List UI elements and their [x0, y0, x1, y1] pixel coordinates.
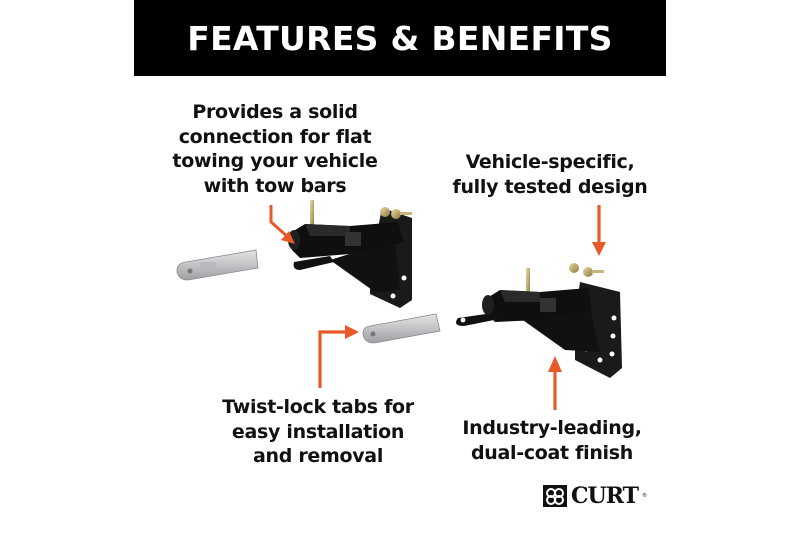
bracket-right	[456, 263, 622, 378]
callout-line: dual-coat finish	[470, 441, 634, 464]
callout-solid-connection: Provides a solid connection for flat tow…	[160, 100, 390, 198]
tow-tab-right	[362, 313, 441, 344]
curt-logo: CURT ®	[543, 484, 647, 508]
features-banner: FEATURES & BENEFITS	[134, 0, 666, 76]
bracket-left	[288, 200, 412, 308]
callout-vehicle-specific: Vehicle-specific, fully tested design	[445, 150, 655, 199]
curt-emblem-icon	[543, 485, 567, 507]
callout-line: fully tested design	[452, 175, 648, 198]
callout-line: Vehicle-specific,	[465, 151, 635, 173]
arrow-twist-lock	[318, 325, 359, 388]
callout-line: towing your vehicle	[172, 150, 378, 172]
callout-line: and removal	[252, 445, 384, 467]
callout-twist-lock: Twist-lock tabs for easy installation an…	[205, 395, 431, 469]
callout-line: Provides a solid	[192, 101, 358, 123]
callout-line: Industry-leading,	[462, 417, 642, 439]
tow-tab-left	[176, 249, 259, 281]
brand-name: CURT	[571, 483, 639, 509]
callout-dual-coat: Industry-leading, dual-coat finish	[452, 416, 652, 465]
callout-line: easy installation	[231, 420, 405, 443]
arrow-solid-connection	[269, 205, 295, 244]
registered-mark: ®	[641, 493, 647, 499]
arrow-vehicle-specific	[592, 205, 606, 256]
callout-line: Twist-lock tabs for	[222, 396, 414, 418]
arrow-dual-coat	[548, 356, 562, 410]
callout-line: with tow bars	[203, 174, 347, 197]
banner-title: FEATURES & BENEFITS	[187, 18, 613, 58]
callout-line: connection for flat	[178, 125, 372, 148]
